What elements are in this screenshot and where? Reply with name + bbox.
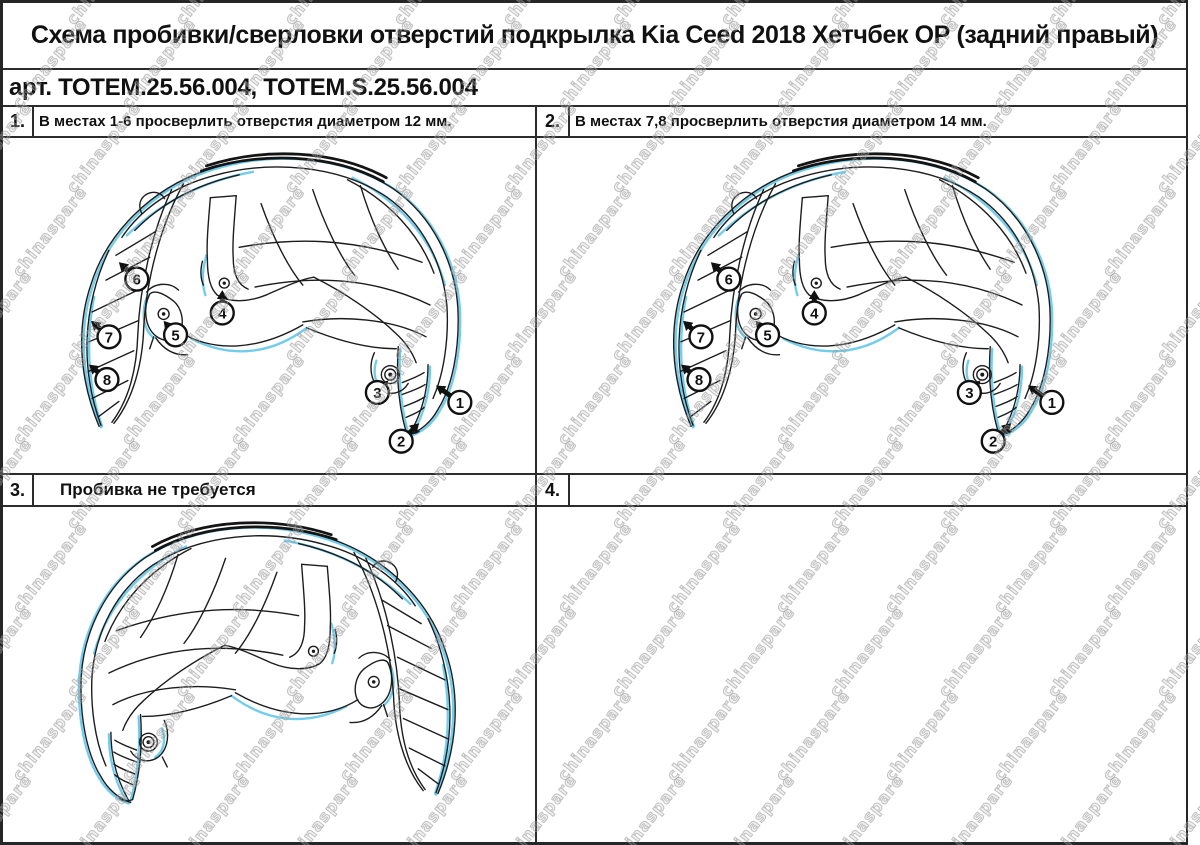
callout-group: 1 2 3 4 5 6 7 8 — [681, 262, 1065, 454]
callout-8: 8 — [89, 364, 120, 393]
callout-3: 3 — [364, 379, 390, 406]
step-instruction-2: В местах 7,8 просверлить отверстия диаме… — [575, 113, 987, 130]
instruction-row-bottom: 3. Пробивка не требуется 4. — [3, 475, 1186, 507]
svg-text:2: 2 — [397, 435, 405, 451]
instruction-cell-4: 4. — [537, 475, 1186, 505]
diagram-cell-2: 1 2 3 4 5 6 7 8 — [537, 138, 1186, 473]
svg-text:6: 6 — [133, 273, 141, 289]
callout-4: 4 — [801, 290, 827, 326]
article-row: арт. ТОТЕМ.25.56.004, ТОТЕМ.S.25.56.004 — [3, 70, 1186, 107]
instruction-cell-1: 1. В местах 1-6 просверлить отверстия ди… — [3, 107, 537, 136]
svg-text:7: 7 — [105, 330, 113, 346]
fender-liner-diagram-3-mirrored — [3, 507, 535, 842]
callout-group: 1 2 3 4 5 6 7 8 — [89, 262, 473, 454]
title-row: Схема пробивки/сверловки отверстий подкр… — [3, 3, 1186, 70]
fender-liner-drawing-with-callouts: 1 2 3 4 5 6 7 8 — [672, 152, 1065, 454]
svg-text:6: 6 — [725, 273, 733, 289]
instruction-cell-3: 3. Пробивка не требуется — [3, 475, 537, 505]
diagram-cell-3 — [3, 507, 537, 842]
step-number-1: 1. — [3, 107, 34, 136]
article-number: арт. ТОТЕМ.25.56.004, ТОТЕМ.S.25.56.004 — [9, 73, 478, 101]
callout-4: 4 — [209, 290, 235, 326]
callout-8: 8 — [681, 364, 712, 393]
callout-2: 2 — [388, 423, 420, 454]
svg-text:2: 2 — [989, 435, 997, 451]
fender-liner-drawing-with-callouts: 1 2 3 4 5 6 7 8 — [80, 152, 473, 454]
step-instruction-3: Пробивка не требуется — [60, 480, 256, 499]
svg-text:1: 1 — [456, 396, 464, 412]
step-number-3: 3. — [3, 475, 34, 505]
svg-text:3: 3 — [373, 386, 381, 402]
svg-text:7: 7 — [697, 330, 705, 346]
step-instruction-1: В местах 1-6 просверлить отверстия диаме… — [39, 113, 452, 130]
callout-2: 2 — [980, 423, 1012, 454]
callout-3: 3 — [956, 379, 982, 406]
callout-7: 7 — [91, 320, 122, 350]
callout-5: 5 — [162, 320, 189, 348]
callout-7: 7 — [683, 320, 714, 350]
fender-liner-diagram-2: 1 2 3 4 5 6 7 8 — [537, 138, 1186, 473]
svg-text:5: 5 — [171, 328, 179, 344]
diagram-cell-1: 1 2 3 4 5 6 7 8 — [3, 138, 537, 473]
diagram-row-bottom — [3, 507, 1186, 842]
instruction-row-top: 1. В местах 1-6 просверлить отверстия ди… — [3, 107, 1186, 138]
callout-1: 1 — [1028, 385, 1065, 416]
page-title: Схема пробивки/сверловки отверстий подкр… — [30, 21, 1159, 49]
diagram-cell-4-empty — [537, 507, 1186, 842]
fender-liner-diagram-1: 1 2 3 4 5 6 7 8 — [3, 138, 535, 473]
instruction-cell-2: 2. В местах 7,8 просверлить отверстия ди… — [537, 107, 1186, 136]
step-number-2: 2. — [537, 107, 570, 136]
callout-5: 5 — [754, 320, 781, 348]
svg-text:4: 4 — [810, 306, 819, 322]
step-instruction-4 — [570, 475, 1186, 505]
svg-text:8: 8 — [695, 373, 703, 389]
diagram-row-top: 1 2 3 4 5 6 7 8 1 2 3 4 5 6 7 8 — [3, 138, 1186, 475]
svg-text:4: 4 — [218, 306, 227, 322]
svg-text:5: 5 — [763, 328, 771, 344]
step-number-4: 4. — [537, 475, 570, 505]
callout-1: 1 — [436, 385, 473, 416]
svg-text:3: 3 — [965, 386, 973, 402]
fender-liner-drawing-mirrored — [77, 521, 457, 805]
svg-text:8: 8 — [103, 373, 111, 389]
svg-text:1: 1 — [1048, 396, 1056, 412]
callout-6: 6 — [710, 262, 742, 292]
callout-6: 6 — [118, 262, 150, 292]
